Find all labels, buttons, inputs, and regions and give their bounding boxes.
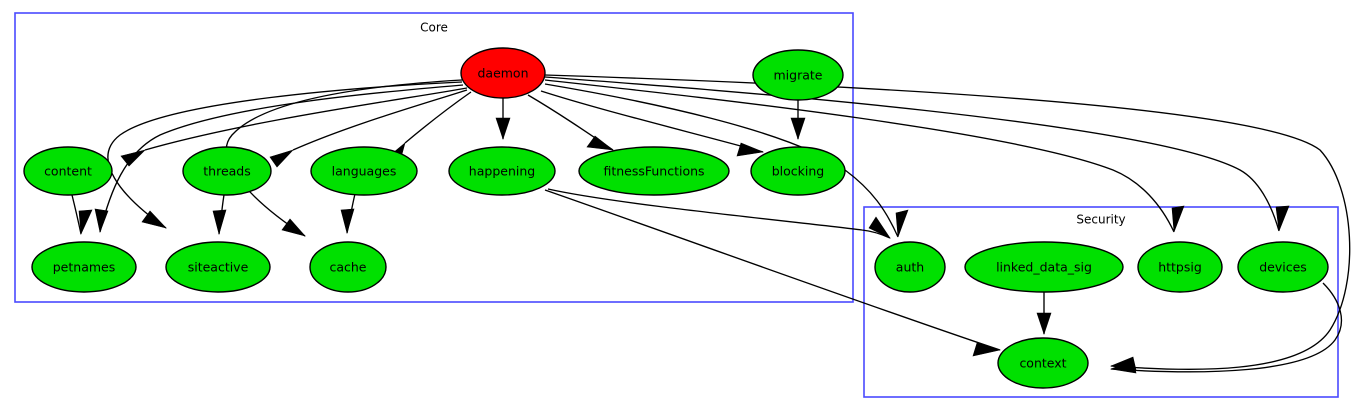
edge-line	[540, 90, 764, 153]
edge-linked_data_sig-to-context	[1036, 292, 1052, 335]
node-context[interactable]: context	[997, 337, 1089, 389]
edge-daemon-to-fitnessFunctions	[527, 94, 615, 151]
cluster-label-core: Core	[420, 21, 448, 35]
arrowhead-icon	[281, 218, 306, 237]
node-shape-happening[interactable]	[448, 146, 556, 196]
edge-line	[1110, 282, 1343, 373]
node-auth[interactable]: auth	[874, 241, 946, 293]
cluster-border-core	[14, 12, 854, 303]
arrowhead-icon	[586, 135, 615, 151]
arrowhead-icon	[212, 209, 227, 236]
edge-daemon-to-content	[120, 87, 468, 167]
node-shape-fitnessFunctions[interactable]	[578, 146, 730, 196]
node-shape-context[interactable]	[997, 337, 1089, 389]
edge-line	[544, 74, 1351, 371]
edge-line	[71, 194, 82, 235]
edge-line	[292, 89, 468, 151]
edge-line	[99, 84, 464, 233]
node-shape-blocking[interactable]	[750, 146, 846, 196]
edge-daemon-to-devices	[544, 76, 1290, 232]
edge-line	[225, 79, 463, 237]
node-shape-cache[interactable]	[309, 241, 387, 293]
arrowhead-icon	[269, 149, 294, 168]
node-shape-linked_data_sig[interactable]	[964, 241, 1124, 293]
cluster-core: Core	[14, 12, 854, 303]
cluster-label-security: Security	[1076, 213, 1125, 227]
arrowhead-icon	[736, 142, 765, 157]
node-petnames[interactable]: petnames	[31, 241, 137, 293]
arrowhead-icon	[340, 208, 355, 235]
node-blocking[interactable]: blocking	[750, 146, 846, 196]
edge-happening-to-context	[544, 189, 1002, 357]
node-happening[interactable]: happening	[448, 146, 556, 196]
arrowhead-icon	[790, 117, 806, 140]
node-httpsig[interactable]: httpsig	[1137, 241, 1223, 293]
edge-daemon-to-cache	[225, 79, 463, 237]
node-shape-migrate[interactable]	[752, 49, 844, 101]
arrowhead-icon	[972, 342, 1002, 357]
edge-line	[144, 87, 468, 151]
edge-daemon-to-blocking	[540, 90, 765, 157]
edge-line	[404, 91, 472, 144]
edge-devices-to-context	[1109, 282, 1343, 374]
arrowhead-icon	[94, 208, 109, 234]
edge-languages-to-cache	[340, 193, 356, 235]
edge-daemon-to-happening	[495, 98, 511, 140]
node-linked_data_sig[interactable]: linked_data_sig	[964, 241, 1124, 293]
arrowhead-icon	[141, 210, 167, 229]
arrowhead-icon	[1109, 359, 1137, 374]
edge-line	[544, 79, 1175, 233]
edge-daemon-to-httpsig	[544, 79, 1185, 233]
node-shape-daemon[interactable]	[460, 47, 546, 99]
node-shape-devices[interactable]	[1237, 241, 1329, 293]
node-devices[interactable]: devices	[1237, 241, 1329, 293]
edge-happening-to-auth	[547, 188, 891, 239]
edge-threads-to-siteactive	[212, 194, 227, 236]
edge-daemon-to-siteactive	[107, 81, 463, 229]
arrowhead-icon	[120, 149, 146, 167]
cluster-security: Security	[863, 206, 1339, 398]
node-content[interactable]: content	[23, 146, 113, 196]
node-threads[interactable]: threads	[182, 146, 272, 196]
node-shape-auth[interactable]	[874, 241, 946, 293]
edge-content-to-petnames	[71, 194, 93, 236]
node-shape-languages[interactable]	[310, 146, 418, 196]
edge-daemon-to-petnames	[94, 84, 464, 234]
node-shape-siteactive[interactable]	[165, 241, 271, 293]
node-siteactive[interactable]: siteactive	[165, 241, 271, 293]
node-daemon[interactable]: daemon	[460, 47, 546, 99]
node-shape-httpsig[interactable]	[1137, 241, 1223, 293]
node-shape-threads[interactable]	[182, 146, 272, 196]
node-migrate[interactable]: migrate	[752, 49, 844, 101]
edge-layer	[71, 74, 1351, 374]
edge-line	[547, 188, 891, 239]
edge-migrate-to-blocking	[790, 100, 806, 140]
node-shape-content[interactable]	[23, 146, 113, 196]
node-languages[interactable]: languages	[310, 146, 418, 196]
edge-line	[544, 189, 1001, 351]
edge-daemon-to-threads	[269, 89, 468, 168]
arrowhead-icon	[1171, 205, 1185, 233]
node-cache[interactable]: cache	[309, 241, 387, 293]
arrowhead-icon	[495, 117, 511, 140]
node-fitnessFunctions[interactable]: fitnessFunctions	[578, 146, 730, 196]
arrowhead-icon	[868, 216, 891, 239]
edge-line	[544, 76, 1280, 232]
cluster-border-security	[863, 206, 1339, 398]
arrowhead-icon	[1036, 312, 1052, 335]
arrowhead-icon	[78, 209, 93, 236]
edge-line	[107, 81, 463, 229]
node-shape-petnames[interactable]	[31, 241, 137, 293]
arrowhead-icon	[895, 209, 909, 238]
edge-daemon-to-context	[544, 74, 1351, 371]
arrowhead-icon	[1275, 205, 1290, 232]
